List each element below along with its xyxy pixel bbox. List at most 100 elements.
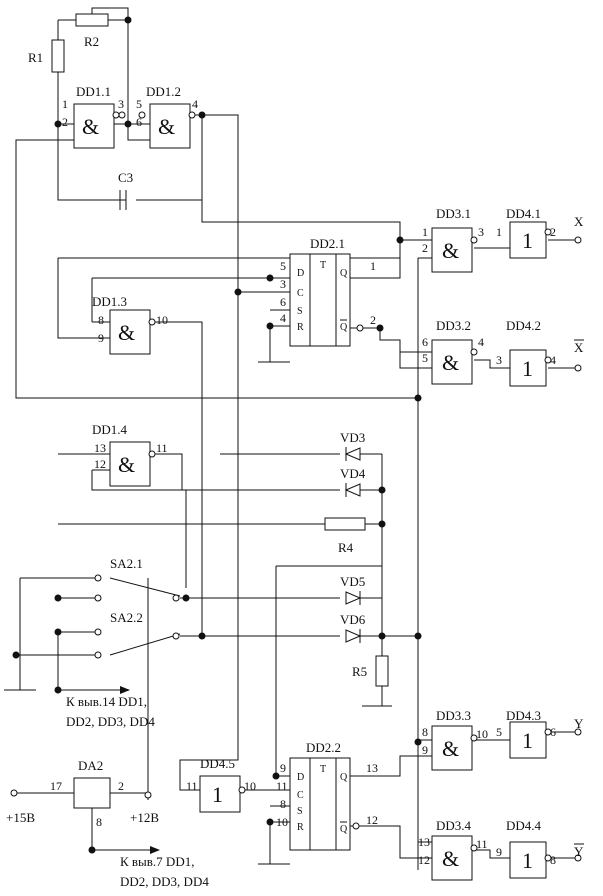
label-da2: DA2	[78, 758, 103, 773]
svg-text:10: 10	[476, 727, 488, 741]
svg-text:3: 3	[118, 97, 124, 111]
svg-text:6: 6	[422, 335, 428, 349]
label-r5: R5	[352, 664, 367, 679]
label-dd1-2: DD1.2	[146, 84, 181, 99]
label-dd4-4: DD4.4	[506, 818, 542, 833]
svg-text:1: 1	[62, 97, 68, 111]
label-dd4-3: DD4.3	[506, 708, 541, 723]
svg-text:8: 8	[96, 815, 102, 829]
svg-text:R: R	[297, 822, 304, 833]
gate-dd3-1	[431, 227, 473, 273]
svg-text:6: 6	[136, 115, 142, 129]
svg-text:5: 5	[136, 97, 142, 111]
label-sa2-1: SA2.1	[110, 556, 143, 571]
svg-text:T: T	[320, 764, 326, 775]
buffer-dd4-1	[509, 221, 547, 259]
label-dd3-3: DD3.3	[436, 708, 471, 723]
label-dd1-1: DD1.1	[76, 84, 111, 99]
gate-dd1-1	[73, 103, 115, 149]
svg-text:D: D	[297, 268, 304, 279]
svg-text:13: 13	[418, 835, 430, 849]
note-pin14-line2: DD2, DD3, DD4	[66, 714, 155, 729]
svg-text:T: T	[320, 260, 326, 271]
output-y: Y	[574, 716, 584, 731]
gate-dd3-3	[431, 725, 473, 771]
sym-dd3-1: &	[442, 238, 459, 263]
resistor-r4	[324, 517, 366, 531]
label-sa2-2: SA2.2	[110, 610, 143, 625]
svg-text:6: 6	[280, 295, 286, 309]
diode-vd4	[344, 483, 361, 497]
note-pin14-line1: К выв.14 DD1,	[66, 694, 147, 709]
label-dd1-4: DD1.4	[92, 422, 128, 437]
svg-text:1: 1	[422, 225, 428, 239]
resistor-r2	[75, 13, 109, 27]
svg-text:D: D	[297, 772, 304, 783]
label-vd6: VD6	[340, 612, 366, 627]
power-plus15: +15В	[6, 810, 35, 825]
sym-dd1-1: &	[82, 114, 99, 139]
svg-text:11: 11	[276, 779, 288, 793]
svg-text:5: 5	[422, 351, 428, 365]
svg-text:13: 13	[94, 441, 106, 455]
svg-text:17: 17	[50, 779, 62, 793]
label-r2: R2	[84, 34, 99, 49]
svg-text:12: 12	[366, 813, 378, 827]
svg-text:S: S	[297, 806, 303, 817]
svg-text:10: 10	[156, 313, 168, 327]
sym-dd4-1: 1	[522, 228, 533, 253]
sym-dd4-5: 1	[212, 782, 223, 807]
sym-dd4-4: 1	[522, 848, 533, 873]
sym-dd3-4: &	[442, 846, 459, 871]
power-plus12: +12В	[130, 810, 159, 825]
svg-text:3: 3	[280, 277, 286, 291]
wires	[15, 7, 575, 870]
svg-text:2: 2	[62, 115, 68, 129]
svg-text:2: 2	[370, 313, 376, 327]
label-dd4-1: DD4.1	[506, 206, 541, 221]
label-dd3-4: DD3.4	[436, 818, 472, 833]
inversion-bubbles	[10, 111, 582, 862]
label-r1: R1	[28, 50, 43, 65]
svg-text:3: 3	[496, 353, 502, 367]
svg-text:5: 5	[280, 259, 286, 273]
trigger-dd2-1	[289, 253, 351, 347]
components	[4, 13, 547, 881]
sym-dd1-2: &	[158, 114, 175, 139]
output-x: X	[574, 214, 584, 229]
label-dd3-1: DD3.1	[436, 206, 471, 221]
buffer-dd4-5	[199, 775, 241, 813]
svg-text:13: 13	[366, 761, 378, 775]
sym-dd3-3: &	[442, 736, 459, 761]
svg-text:S: S	[297, 306, 303, 317]
label-dd2-2: DD2.2	[306, 740, 341, 755]
svg-text:4: 4	[280, 311, 286, 325]
label-dd4-2: DD4.2	[506, 318, 541, 333]
output-x-bar: X	[574, 340, 584, 355]
svg-text:2: 2	[550, 225, 556, 239]
svg-text:10: 10	[276, 815, 288, 829]
label-c3: C3	[118, 170, 133, 185]
svg-text:R: R	[297, 322, 304, 333]
svg-text:11: 11	[476, 837, 488, 851]
label-vd3: VD3	[340, 430, 365, 445]
buffer-dd4-4	[509, 841, 547, 879]
gate-dd3-2	[431, 339, 473, 385]
resistor-r5	[375, 655, 389, 687]
svg-text:C: C	[297, 288, 304, 299]
svg-text:9: 9	[496, 845, 502, 859]
label-dd3-2: DD3.2	[436, 318, 471, 333]
svg-text:8: 8	[550, 853, 556, 867]
svg-text:9: 9	[280, 761, 286, 775]
svg-text:4: 4	[550, 353, 556, 367]
svg-text:10: 10	[244, 779, 256, 793]
sym-dd1-3: &	[118, 320, 135, 345]
svg-text:11: 11	[156, 441, 168, 455]
svg-text:9: 9	[98, 331, 104, 345]
junctions	[12, 16, 422, 854]
resistor-r1	[51, 39, 65, 73]
svg-text:C: C	[297, 790, 304, 801]
diode-vd6	[345, 629, 362, 643]
